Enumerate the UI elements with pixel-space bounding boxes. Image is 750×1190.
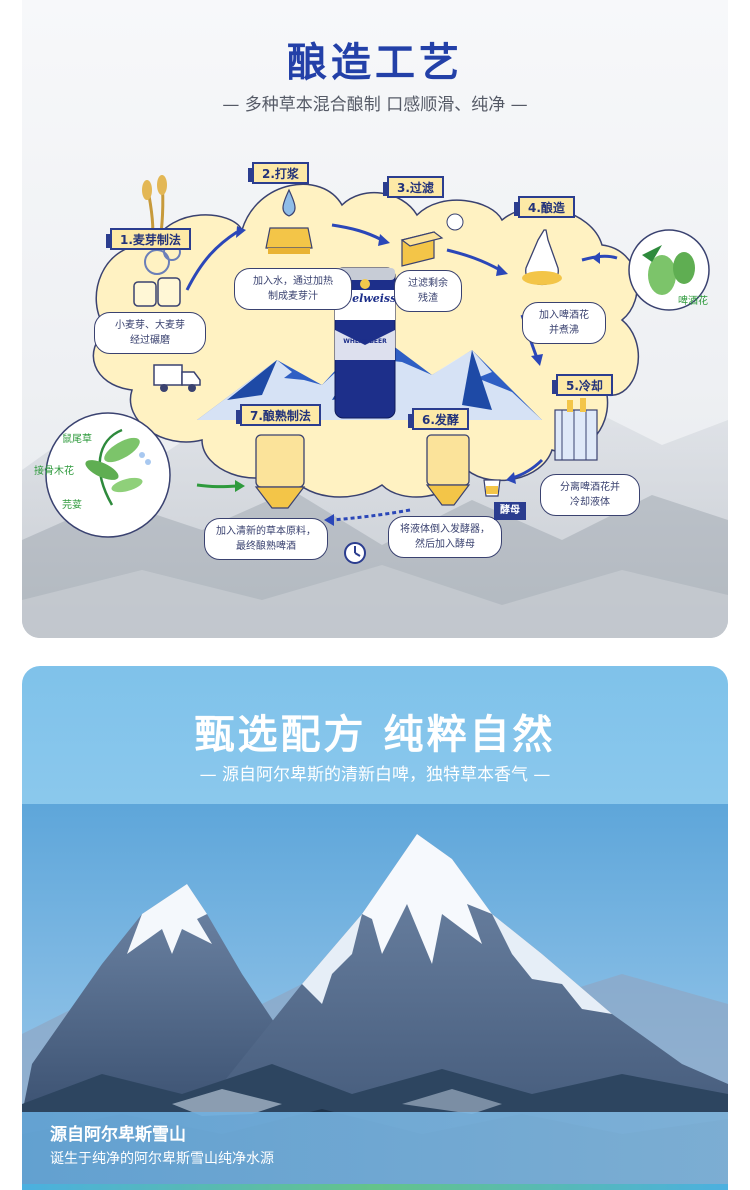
step-note-filtering: 过滤剩余 残渣 [394,270,462,312]
herb-label-sage: 鼠尾草 [62,434,92,445]
step-note-mashing: 加入水，通过加热 制成麦芽汁 [234,268,352,310]
hops-label: 啤酒花 [678,296,708,307]
step-note-cooling: 分离啤酒花并 冷却液体 [540,474,640,516]
herb-label-coriander: 芫荽 [62,500,82,511]
natural-formula-card: 甄选配方 纯粹自然 — 源自阿尔卑斯的清新白啤，独特草本香气 — [22,666,728,1190]
caption-title: 源自阿尔卑斯雪山 [50,1125,186,1145]
step-tag-maturing: 7.酿熟制法 [236,404,321,426]
can-label: WHEAT BEER [343,338,387,345]
brewing-process-card: 酿造工艺 — 多种草本混合酿制 口感顺滑、纯净 — [22,0,728,638]
step-tag-malting: 1.麦芽制法 [106,228,191,250]
step-note-maturing: 加入清新的草本原料， 最终酿熟啤酒 [204,518,328,560]
arrow-herbs-7 [196,483,238,489]
arrow-hops-4 [581,254,618,262]
mash-illustration [265,188,313,254]
hops-illustration [628,229,710,311]
bottom-color-strip [22,1184,728,1190]
yeast-cup-illustration [483,479,501,497]
beer-can [334,267,396,419]
arrow-heads [235,226,600,526]
yeast-label: 酵母 [494,502,526,520]
brewing-flask-illustration [522,229,562,286]
section-subtitle: — 源自阿尔卑斯的清新白啤，独特草本香气 — [199,765,551,785]
arrow-2-3 [331,223,383,242]
cooling-illustration [554,398,598,461]
maturation-tank-illustration [254,434,306,509]
step-tag-filtering: 3.过滤 [383,176,444,198]
photo-caption-bar [22,1112,728,1190]
herb-label-elderflower: 接骨木花 [34,466,74,477]
step-tag-fermenting: 6.发酵 [408,408,469,430]
herbs-illustration [45,412,171,538]
step-tag-mashing: 2.打浆 [248,162,309,184]
section-title: 酿造工艺 [287,40,463,86]
filter-illustration [400,213,464,267]
caption-subtitle: 诞生于纯净的阿尔卑斯雪山纯净水源 [50,1151,274,1167]
step-tag-brewing: 4.酿造 [514,196,575,218]
process-illustration [45,175,710,564]
arrow-3-4 [446,248,501,272]
arrow-6-7 [331,508,411,522]
fermenter-illustration [425,434,471,506]
section-subtitle: — 多种草本混合酿制 口感顺滑、纯净 — [222,95,528,115]
clock-icon [344,542,366,564]
step-note-brewing: 加入啤酒花 并煮沸 [522,302,606,344]
arrow-1-2 [185,230,238,291]
step-note-malting: 小麦芽、大麦芽 经过碾磨 [94,312,206,354]
truck-icon [153,364,201,392]
step-note-fermenting: 将液体倒入发酵器， 然后加入酵母 [388,516,502,558]
section-title: 甄选配方 纯粹自然 [194,712,556,758]
step-tag-cooling: 5.冷却 [552,374,613,396]
